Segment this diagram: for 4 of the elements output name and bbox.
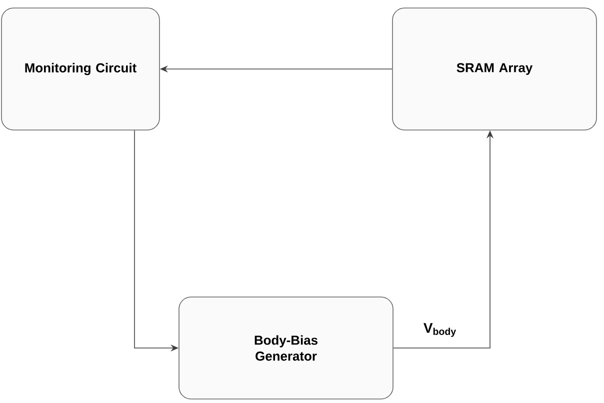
process-box: SRAM Array [392, 8, 597, 130]
edge-label: V$_{body}$ [422, 322, 458, 338]
process-box: Body-Bias Generator [178, 296, 394, 400]
process-box: Monitoring Circuit [1, 8, 160, 130]
